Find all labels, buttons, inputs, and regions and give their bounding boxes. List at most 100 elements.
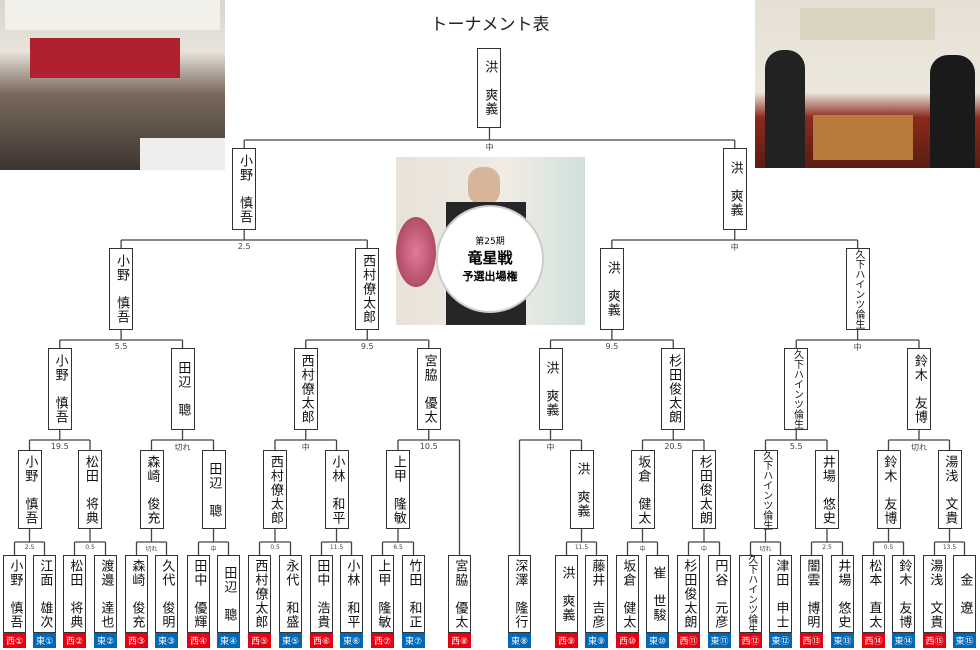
east-seed-badge: 東⑮ — [953, 633, 976, 648]
east-seed-badge: 東⑤ — [279, 633, 302, 648]
player-box: 渡邊 達也 — [94, 555, 117, 633]
player-box: 森崎 俊充 — [139, 450, 164, 529]
player-box: 田中 優輝 — [187, 555, 210, 633]
player-name: 久下ハインツ倫生 — [745, 554, 757, 634]
match-score: 中 — [700, 546, 708, 553]
player-box: 鈴木 友博 — [892, 555, 915, 633]
player-name: 宮脇 優太 — [421, 354, 437, 424]
player-name: 森崎 俊充 — [144, 454, 160, 525]
player-box: 上甲 隆敏 — [386, 450, 410, 529]
player-box: 円谷 元彦 — [708, 555, 731, 633]
west-seed-badge: 西⑨ — [555, 633, 578, 648]
player-box: 井場 悠史 — [815, 450, 839, 529]
player-name: 洪 爽義 — [604, 261, 620, 317]
sign-line: 第25期 — [475, 237, 505, 247]
match-score: 中 — [639, 546, 646, 553]
player-name: 小野 慎吾 — [237, 154, 252, 224]
player-name: 江面 雄次 — [37, 559, 53, 629]
player-name: 松田 将典 — [82, 454, 98, 525]
match-score: 9.5 — [605, 342, 619, 351]
player-box: 鈴木 友博 — [876, 450, 901, 529]
winner-photo: 第25期 竜星戦 予選出場権 — [396, 157, 585, 325]
match-score: 0.5 — [883, 544, 894, 551]
player-box: 松本 直太 — [862, 555, 885, 633]
west-seed-badge: 西⑥ — [310, 633, 333, 648]
match-score: 中 — [210, 546, 217, 553]
player-name: 金 遼 — [957, 573, 973, 615]
match-score: 11.5 — [329, 544, 344, 551]
player-name: 洪 爽義 — [543, 361, 559, 417]
player-box: 上甲 隆敏 — [371, 555, 394, 633]
east-seed-badge: 東⑪ — [708, 633, 731, 648]
player-name: 松本 直太 — [866, 559, 882, 629]
player-name: 小林 和平 — [344, 559, 360, 629]
page-title: トーナメント表 — [430, 15, 550, 35]
match-score: 2.5 — [237, 242, 251, 251]
player-box: 小野 慎吾 — [232, 148, 257, 230]
player-name: 湯浅 文貴 — [927, 559, 943, 629]
east-seed-badge: 東⑨ — [585, 633, 608, 648]
player-name: 湯浅 文貴 — [942, 454, 958, 525]
player-name: 田中 浩貴 — [314, 559, 330, 629]
player-box: 小野 慎吾 — [109, 248, 134, 330]
player-box: 洪 爽義 — [538, 348, 563, 430]
player-box: 洪 爽義 — [722, 148, 747, 230]
venue-photo — [0, 0, 225, 170]
player-name: 洪 爽義 — [574, 461, 590, 518]
player-name: 西村僚太郎 — [360, 254, 376, 324]
player-box: 西村僚太郎 — [248, 555, 271, 633]
player-box: 久下ハインツ倫生 — [739, 554, 762, 634]
player-box: 江面 雄次 — [33, 555, 56, 633]
player-box: 松田 将典 — [63, 555, 86, 633]
player-name: 崔 世駿 — [650, 566, 666, 622]
west-seed-badge: 西⑪ — [677, 633, 700, 648]
player-name: 闇雲 博明 — [804, 559, 820, 629]
sign-line: 竜星戦 — [467, 249, 513, 267]
player-name: 杉田俊太朗 — [696, 454, 712, 525]
player-name: 竹田 和正 — [406, 559, 422, 629]
west-seed-badge: 西⑧ — [448, 633, 471, 648]
player-box: 宮脇 優太 — [416, 348, 441, 430]
player-name: 松田 将典 — [67, 559, 83, 629]
sign-line: 予選出場権 — [462, 270, 518, 283]
player-name: 宮脇 優太 — [452, 559, 468, 629]
player-name: 坂倉 健太 — [620, 559, 636, 629]
player-box: 坂倉 健太 — [630, 450, 655, 529]
player-name: 久代 俊明 — [159, 559, 175, 629]
player-name: 小林 和平 — [329, 454, 345, 525]
match-score: 10.5 — [419, 442, 438, 451]
player-name: 杉田俊太朗 — [681, 559, 697, 629]
match-score: 0.5 — [270, 544, 280, 551]
east-seed-badge: 東⑭ — [892, 633, 915, 648]
player-name: 坂倉 健太 — [635, 454, 651, 525]
match-score: 5.5 — [114, 342, 128, 351]
player-name: 円谷 元彦 — [712, 559, 728, 629]
player-name: 洪 爽義 — [727, 161, 743, 217]
match-score: 切れ — [174, 443, 191, 452]
player-box: 杉田俊太朗 — [661, 348, 686, 430]
player-box: 西村僚太郎 — [355, 248, 380, 330]
player-name: 西村僚太郎 — [267, 454, 283, 525]
player-name: 藤井 吉彦 — [589, 559, 605, 629]
final-match-photo — [755, 0, 980, 168]
west-seed-badge: 西⑭ — [862, 633, 885, 648]
west-seed-badge: 西⑮ — [923, 633, 946, 648]
player-name: 久下ハインツ倫生 — [760, 449, 772, 530]
east-seed-badge: 東⑬ — [831, 633, 854, 648]
player-box: 田辺 聰 — [217, 555, 240, 633]
player-box: 田辺 聰 — [170, 348, 195, 430]
player-box: 鈴木 友博 — [907, 348, 931, 430]
player-name: 上甲 隆敏 — [390, 454, 406, 525]
match-score: 19.5 — [50, 442, 69, 451]
east-seed-badge: 東④ — [217, 633, 240, 648]
player-box: 小林 和平 — [324, 450, 349, 529]
player-box: 洪 爽義 — [599, 248, 624, 330]
player-box: 久下ハインツ倫生 — [845, 248, 870, 330]
player-box: 森崎 俊充 — [125, 555, 148, 633]
player-name: 田辺 聰 — [206, 461, 222, 518]
player-name: 深澤 隆行 — [512, 559, 528, 629]
match-score: 20.5 — [664, 442, 683, 451]
match-score: 切れ — [911, 443, 927, 452]
